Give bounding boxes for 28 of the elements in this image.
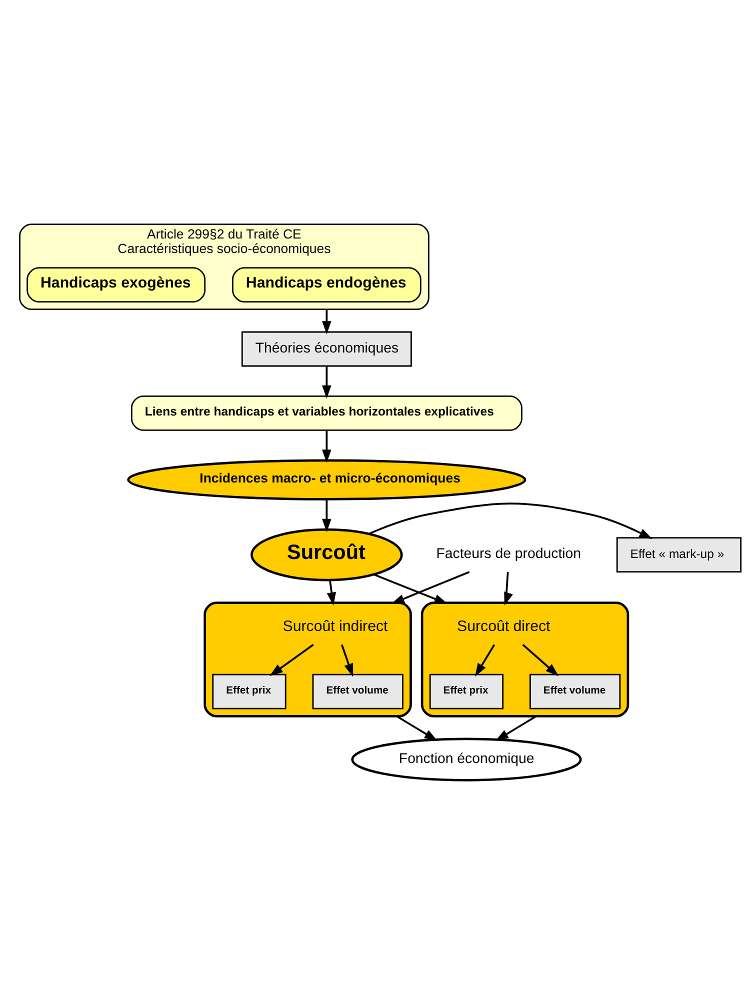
node-box: Handicaps endogènes xyxy=(232,267,422,302)
node-box: Effet « mark-up » xyxy=(616,537,742,572)
node-box: Effet volume xyxy=(312,674,404,710)
node-box: Liens entre handicaps et variables horizontales explicatives xyxy=(130,396,522,431)
arrow xyxy=(396,715,438,742)
node-ellipse: Fonction économique xyxy=(351,738,582,782)
node-box: Effet prix xyxy=(212,674,286,710)
node-box: Effet prix xyxy=(429,674,504,710)
node-ellipse: Surcoût xyxy=(250,528,403,582)
arrow xyxy=(374,574,448,604)
arrow xyxy=(368,502,652,540)
arrow xyxy=(322,499,332,532)
arrow xyxy=(340,644,354,677)
arrow xyxy=(270,644,314,676)
arrow xyxy=(522,644,559,676)
arrow xyxy=(504,572,513,606)
node-box: Effet volume xyxy=(530,674,621,710)
arrow xyxy=(495,715,537,742)
node-box: Théories économiques xyxy=(241,331,412,367)
arrow xyxy=(322,366,332,399)
node-ellipse: Incidences macro- et micro-économiques xyxy=(127,459,526,500)
arrow xyxy=(326,580,336,606)
arrow xyxy=(474,644,496,677)
arrow xyxy=(391,571,470,604)
node-text: Facteurs de production xyxy=(436,546,582,562)
node-box: Handicaps exogènes xyxy=(26,267,206,302)
arrow xyxy=(322,309,332,334)
arrow xyxy=(322,430,332,463)
